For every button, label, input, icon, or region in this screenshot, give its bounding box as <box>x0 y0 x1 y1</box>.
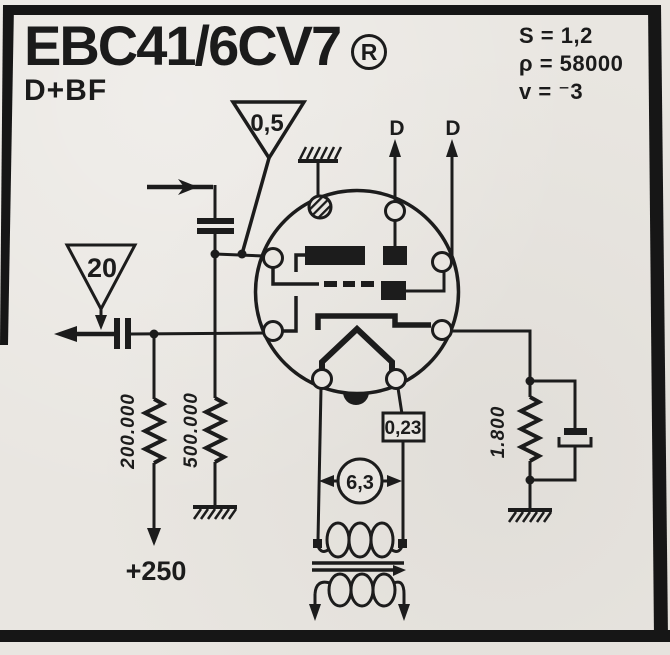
triode-anode-lead <box>294 253 305 272</box>
heater-current-box: 0,23 <box>381 411 426 443</box>
supply-voltage-label: +250 <box>126 556 187 586</box>
input-level-value: 0,5 <box>250 110 283 137</box>
input-arrow <box>178 179 198 195</box>
parameter-line-grid-voltage: v = ⁻3 <box>519 79 584 104</box>
heater-voltage-arrow-right <box>387 475 402 487</box>
heater-filament <box>319 324 395 371</box>
pin-diode-2 <box>431 251 453 273</box>
primary-winding <box>315 521 405 559</box>
registered-letter: R <box>360 38 378 65</box>
secondary-arrow-right <box>398 604 410 621</box>
output-level-triangle: 20 <box>64 243 138 313</box>
registered-trademark-icon: R <box>351 34 387 70</box>
resistors <box>140 395 544 465</box>
pin-heater-right <box>385 368 407 390</box>
parameter-line-plate-resistance: ρ = 58000 <box>519 51 624 76</box>
triode-anode-lead-2 <box>283 296 298 333</box>
page-title: EBC41/6CV7 <box>24 14 342 77</box>
pin-diode-1 <box>384 200 406 222</box>
tube-parameters: S = 1,2 ρ = 58000 v = ⁻3 <box>519 22 623 106</box>
pin-heater-left <box>311 368 333 390</box>
cathode-resistor <box>516 395 544 463</box>
junction-dots <box>149 249 535 548</box>
diode-terminal-label-1: D <box>389 117 404 140</box>
ground-symbol-grid <box>192 505 238 520</box>
pin-anode <box>262 320 284 342</box>
anode-resistor-label: 200.000 <box>118 393 139 470</box>
grid-leak-resistor <box>201 396 229 464</box>
heater-voltage-circle: 6,3 <box>336 457 384 505</box>
heater-voltage-value: 6,3 <box>346 472 374 494</box>
output-coupling-capacitor <box>114 318 131 349</box>
cathode <box>315 313 431 330</box>
metallization-contact <box>307 194 333 220</box>
diode-terminal-label-2: D <box>445 117 460 140</box>
arrowheads <box>54 139 458 621</box>
tube-function-label: D+BF <box>24 74 108 107</box>
diode-anode-plate-1 <box>383 246 407 265</box>
pin-cathode <box>431 319 453 341</box>
cathode-resistor-label: 1.800 <box>488 406 509 459</box>
input-level-triangle: 0,5 <box>229 100 308 162</box>
tube-envelope <box>253 188 461 405</box>
tube-electrodes <box>271 194 446 371</box>
supply-arrow <box>147 528 161 546</box>
wiring <box>70 152 577 541</box>
parameter-line-transconductance: S = 1,2 <box>519 23 593 48</box>
secondary-arrow-left <box>309 604 321 621</box>
heater-current-value: 0,23 <box>385 418 422 439</box>
ground-symbol-cathode <box>507 508 553 523</box>
border-frame <box>0 5 670 642</box>
ground-symbol-top <box>298 146 343 163</box>
diode-anode-plate-2 <box>381 281 406 300</box>
output-level-value: 20 <box>87 253 117 283</box>
triangle-tip-arrow <box>95 315 107 330</box>
secondary-winding <box>313 572 406 608</box>
grid-resistor-label: 500.000 <box>181 392 202 468</box>
diode-2-lead <box>406 271 446 293</box>
pin-grid <box>262 247 284 269</box>
tube-pins <box>262 200 453 390</box>
core-arrow <box>393 565 406 576</box>
grid-coupling-capacitor <box>197 218 234 234</box>
diode-arrow-2 <box>446 139 458 157</box>
output-arrow <box>54 326 77 342</box>
heater-voltage-arrow-left <box>319 475 334 487</box>
diode-arrow-1 <box>389 139 401 157</box>
grid-lead <box>271 267 319 286</box>
transformer-core <box>312 561 404 572</box>
anode-load-resistor <box>140 397 168 465</box>
heater-transformer <box>312 521 406 608</box>
cathode-bypass-capacitor <box>557 428 593 448</box>
triode-anode-plate <box>305 246 365 265</box>
tube-base-key <box>343 392 369 405</box>
